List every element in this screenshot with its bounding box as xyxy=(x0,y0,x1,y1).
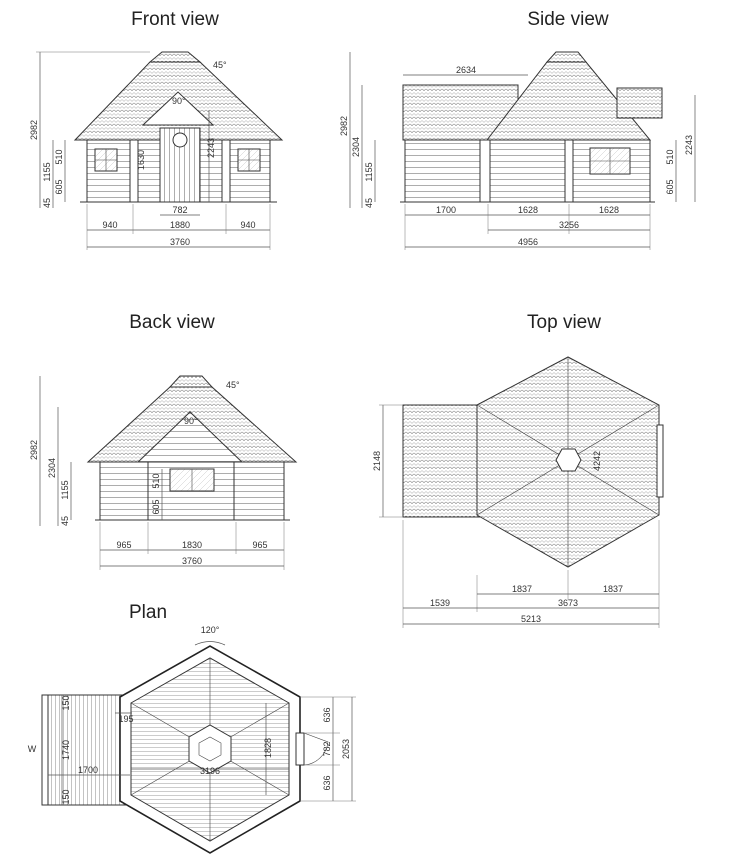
front-peak-angle: 90° xyxy=(172,96,186,106)
top-dim-3673: 3673 xyxy=(558,598,578,608)
plan-door xyxy=(295,732,305,766)
plan-dim-782: 782 xyxy=(322,741,332,756)
back-view-title: Back view xyxy=(129,312,215,333)
side-dim-1700: 1700 xyxy=(436,205,456,215)
front-dim-total-height: 2982 xyxy=(29,120,39,140)
side-view-title: Side view xyxy=(527,9,609,30)
plan-dim-150b: 150 xyxy=(61,789,71,804)
top-chimney xyxy=(555,448,582,472)
side-dim-total-height: 2982 xyxy=(339,116,349,136)
front-dim-door-width: 782 xyxy=(172,205,187,215)
front-dim-510: 510 xyxy=(54,149,64,164)
top-view-title: Top view xyxy=(527,312,601,333)
back-dim-total-width: 3760 xyxy=(182,556,202,566)
top-dim-depth: 2148 xyxy=(372,451,382,471)
front-dim-1155: 1155 xyxy=(42,162,52,181)
front-view: Front view 2982 1155 510 605 45 45° 90° … xyxy=(29,9,284,250)
side-dim-1628a: 1628 xyxy=(518,205,538,215)
plan-view: Plan 120° W 150 1740 150 195 1700 3196 1… xyxy=(28,602,356,854)
plan-angle: 120° xyxy=(201,625,220,635)
plan-dim-636a: 636 xyxy=(322,707,332,722)
top-dim-seg-a: 1837 xyxy=(512,584,532,594)
side-dim-right-height: 2243 xyxy=(684,135,694,155)
side-dim-1155: 1155 xyxy=(364,162,374,181)
side-dim-510: 510 xyxy=(665,149,675,164)
plan-dim-3196: 3196 xyxy=(200,766,220,776)
back-dim-605: 605 xyxy=(151,499,161,514)
back-view: Back view 45° 90° 2982 2304 1155 45 510 … xyxy=(29,312,298,570)
front-dim-right: 940 xyxy=(240,220,255,230)
plan-dim-1740: 1740 xyxy=(61,740,71,760)
top-view: Top view 2148 4242 1837 1837 1539 3673 5… xyxy=(372,312,664,628)
back-dim-mid: 1830 xyxy=(182,540,202,550)
front-dim-605: 605 xyxy=(54,179,64,194)
back-dim-45: 45 xyxy=(60,516,70,526)
back-dim-left: 965 xyxy=(116,540,131,550)
front-dim-mid: 1880 xyxy=(170,220,190,230)
side-dim-605: 605 xyxy=(665,179,675,194)
front-roof-cap xyxy=(148,51,202,63)
top-dim-hex: 4242 xyxy=(592,451,602,471)
back-dim-right: 965 xyxy=(252,540,267,550)
front-dim-door-height: 1630 xyxy=(136,150,146,170)
plan-dim-636b: 636 xyxy=(322,775,332,790)
back-dim-2304: 2304 xyxy=(47,458,57,478)
front-gable xyxy=(141,91,215,126)
front-dim-left: 940 xyxy=(102,220,117,230)
front-view-title: Front view xyxy=(131,9,219,30)
plan-dim-2053: 2053 xyxy=(341,739,351,759)
front-dim-45: 45 xyxy=(42,198,52,208)
top-dim-1539: 1539 xyxy=(430,598,450,608)
back-roof-angle: 45° xyxy=(226,380,240,390)
plan-deck xyxy=(41,694,133,806)
plan-label-w: W xyxy=(28,744,37,754)
front-post-right xyxy=(221,139,231,203)
front-door-window xyxy=(172,132,188,148)
plan-title: Plan xyxy=(129,602,167,623)
back-dim-total-height: 2982 xyxy=(29,440,39,460)
plan-dim-1828: 1828 xyxy=(263,738,273,758)
front-dim-wall-height: 2243 xyxy=(206,138,216,158)
side-dim-1628b: 1628 xyxy=(599,205,619,215)
plan-dim-150a: 150 xyxy=(61,695,71,710)
front-dim-total-width: 3760 xyxy=(170,237,190,247)
back-dim-1155: 1155 xyxy=(60,480,70,499)
side-view: Side view 2634 2982 2304 1155 45 2243 51… xyxy=(339,9,696,250)
plan-grill xyxy=(188,724,232,774)
top-dim-seg-b: 1837 xyxy=(603,584,623,594)
side-dim-3256: 3256 xyxy=(559,220,579,230)
plan-dim-1700: 1700 xyxy=(78,765,98,775)
side-dim-roof-length: 2634 xyxy=(456,65,476,75)
plan-dim-195: 195 xyxy=(118,714,133,724)
side-dim-2304: 2304 xyxy=(351,137,361,157)
top-dim-total-width: 5213 xyxy=(521,614,541,624)
back-dim-510: 510 xyxy=(151,473,161,488)
back-peak-angle: 90° xyxy=(184,416,198,426)
side-roof-right xyxy=(616,87,663,119)
side-dim-45: 45 xyxy=(364,198,374,208)
side-dim-total-width: 4956 xyxy=(518,237,538,247)
front-roof-angle: 45° xyxy=(213,60,227,70)
